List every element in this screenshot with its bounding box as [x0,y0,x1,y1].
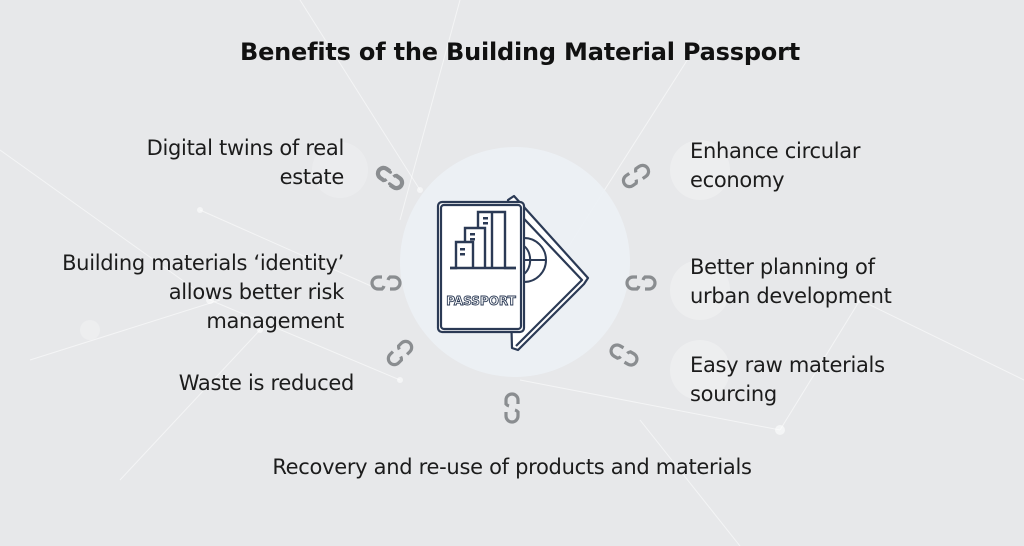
benefit-line: estate [279,165,345,189]
benefit-urban-planning: Better planning of urban development [690,253,892,311]
link-icon [621,163,651,189]
benefit-line: economy [690,168,785,192]
link-icon [625,275,657,291]
benefit-materials-identity: Building materials ‘identity’ allows bet… [62,249,344,336]
link-icon [375,165,405,191]
benefit-line: Better planning of [690,255,875,279]
passport-label: PASSPORT [446,294,516,308]
benefit-digital-twins: Digital twins of real estate [146,134,345,192]
benefit-line: Recovery and re-use of products and mate… [272,455,752,479]
passport-icon: PASSPORT [436,194,590,352]
benefit-line: management [206,309,344,333]
benefit-line: allows better risk [168,280,345,304]
benefit-line: Building materials ‘identity’ [62,251,344,275]
benefit-line: Waste is reduced [178,371,355,395]
page-title: Benefits of the Building Material Passpo… [239,38,800,66]
link-icon [386,339,414,367]
link-icon [370,275,402,291]
benefit-line: Digital twins of real [146,136,345,160]
benefit-circular-economy: Enhance circular economy [690,137,860,195]
benefit-line: Easy raw materials [690,353,885,377]
benefit-waste-reduced: Waste is reduced [178,369,355,398]
benefit-recovery-reuse: Recovery and re-use of products and mate… [0,453,1024,482]
benefit-line: sourcing [690,382,777,406]
link-icon [609,343,639,367]
benefit-line: Enhance circular [690,139,861,163]
benefit-line: urban development [690,284,892,308]
benefit-raw-materials: Easy raw materials sourcing [690,351,885,409]
link-icon [504,392,520,424]
